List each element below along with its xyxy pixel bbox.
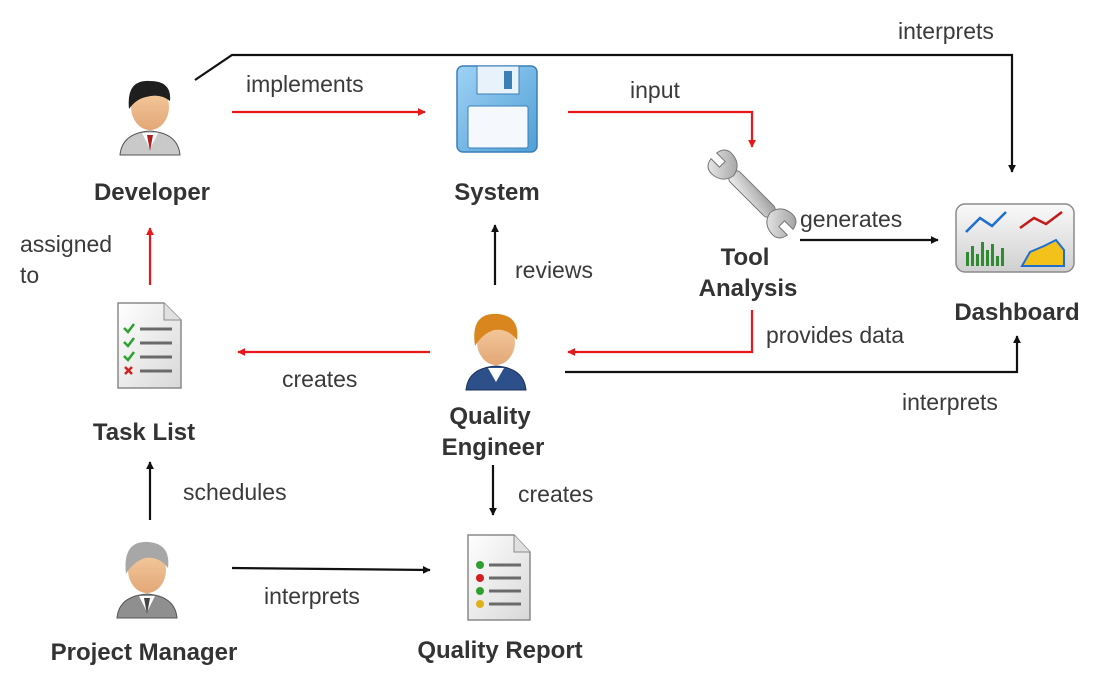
manager-person-icon xyxy=(116,541,178,619)
edge-label-provides-data: provides data xyxy=(766,322,904,348)
node-quality-engineer: Quality Engineer xyxy=(442,313,545,461)
edge-label-creates-task: creates xyxy=(282,366,357,392)
node-label-quality: Quality xyxy=(449,403,531,430)
developer-person-icon xyxy=(119,80,181,156)
edge-tool-quality-engineer xyxy=(567,310,754,356)
edge-label-input: input xyxy=(630,77,680,103)
node-label-dashboard: Dashboard xyxy=(954,299,1079,326)
checklist-document-icon xyxy=(117,302,182,389)
quality-engineer-person-icon xyxy=(465,313,527,391)
node-task-list: Task List xyxy=(93,302,195,446)
wrench-icon xyxy=(707,149,797,239)
node-project-manager: Project Manager xyxy=(51,541,238,666)
edge-label-schedules: schedules xyxy=(183,479,287,505)
floppy-disk-icon xyxy=(456,65,538,153)
node-label-analysis: Analysis xyxy=(699,275,798,302)
edge-label-creates-report: creates xyxy=(518,481,593,507)
edges xyxy=(146,53,1021,574)
node-developer: Developer xyxy=(94,80,210,206)
node-dashboard: Dashboard xyxy=(954,203,1080,326)
edge-label-interprets-report: interprets xyxy=(264,583,360,609)
edge-label-to: to xyxy=(20,262,39,288)
edge-label-interprets-top: interprets xyxy=(898,18,994,44)
edge-label-implements: implements xyxy=(246,71,364,97)
dashboard-charts-icon xyxy=(955,203,1075,273)
edge-project-manager-quality-report xyxy=(231,565,431,574)
edge-label-generates: generates xyxy=(800,206,902,232)
node-label-quality-report: Quality Report xyxy=(417,637,582,664)
node-label-project-manager: Project Manager xyxy=(51,639,238,666)
edge-label-reviews: reviews xyxy=(515,257,593,283)
node-label-developer: Developer xyxy=(94,179,210,206)
node-label-engineer: Engineer xyxy=(442,434,545,461)
node-label-task-list: Task List xyxy=(93,419,195,446)
node-label-system: System xyxy=(454,179,539,206)
node-label-tool: Tool xyxy=(721,244,770,271)
node-quality-report: Quality Report xyxy=(417,534,583,664)
edge-label-assigned: assigned xyxy=(20,231,112,257)
node-tool-analysis: Tool Analysis xyxy=(699,149,798,302)
edge-label-interprets-dashboard: interprets xyxy=(902,389,998,415)
edge-system-tool xyxy=(568,110,756,148)
edge-labels: implements input generates interprets as… xyxy=(20,18,998,609)
edge-developer-dashboard xyxy=(194,53,1016,173)
report-document-icon xyxy=(467,534,531,621)
node-system: System xyxy=(454,65,540,206)
edge-quality-engineer-dashboard xyxy=(565,335,1021,374)
